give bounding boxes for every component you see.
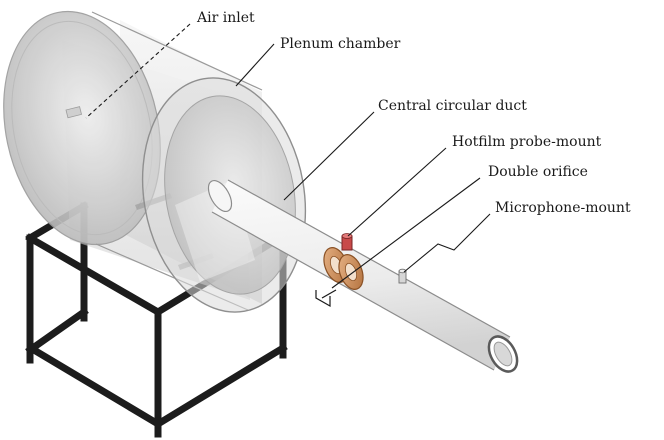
label-central-duct: Central circular duct (378, 98, 527, 114)
label-double-orifice: Double orifice (488, 164, 588, 180)
plenum-chamber (3, 10, 307, 313)
label-microphone-mount: Microphone-mount (495, 200, 631, 216)
air-inlet-leader (85, 23, 191, 119)
frame-beam (25, 233, 163, 317)
back-flange (3, 10, 161, 246)
orifice-leader (331, 177, 481, 289)
frame-beam (25, 307, 89, 355)
label-hotfilm-mount: Hotfilm probe-mount (452, 134, 602, 150)
frame-beam (153, 343, 288, 429)
duct-inlet-end (207, 180, 233, 212)
duct-leader (283, 111, 375, 201)
hotfilm-probe-mount (341, 233, 353, 251)
microphone-leader (403, 213, 491, 273)
dimension-marker (315, 289, 337, 308)
frame-beam (29, 345, 163, 429)
plenum-leader (235, 43, 275, 87)
label-air-inlet: Air inlet (196, 10, 255, 26)
label-plenum-chamber: Plenum chamber (280, 36, 401, 52)
hotfilm-leader (347, 147, 447, 237)
leader-lines (85, 23, 491, 289)
inlet-slot (65, 106, 83, 119)
